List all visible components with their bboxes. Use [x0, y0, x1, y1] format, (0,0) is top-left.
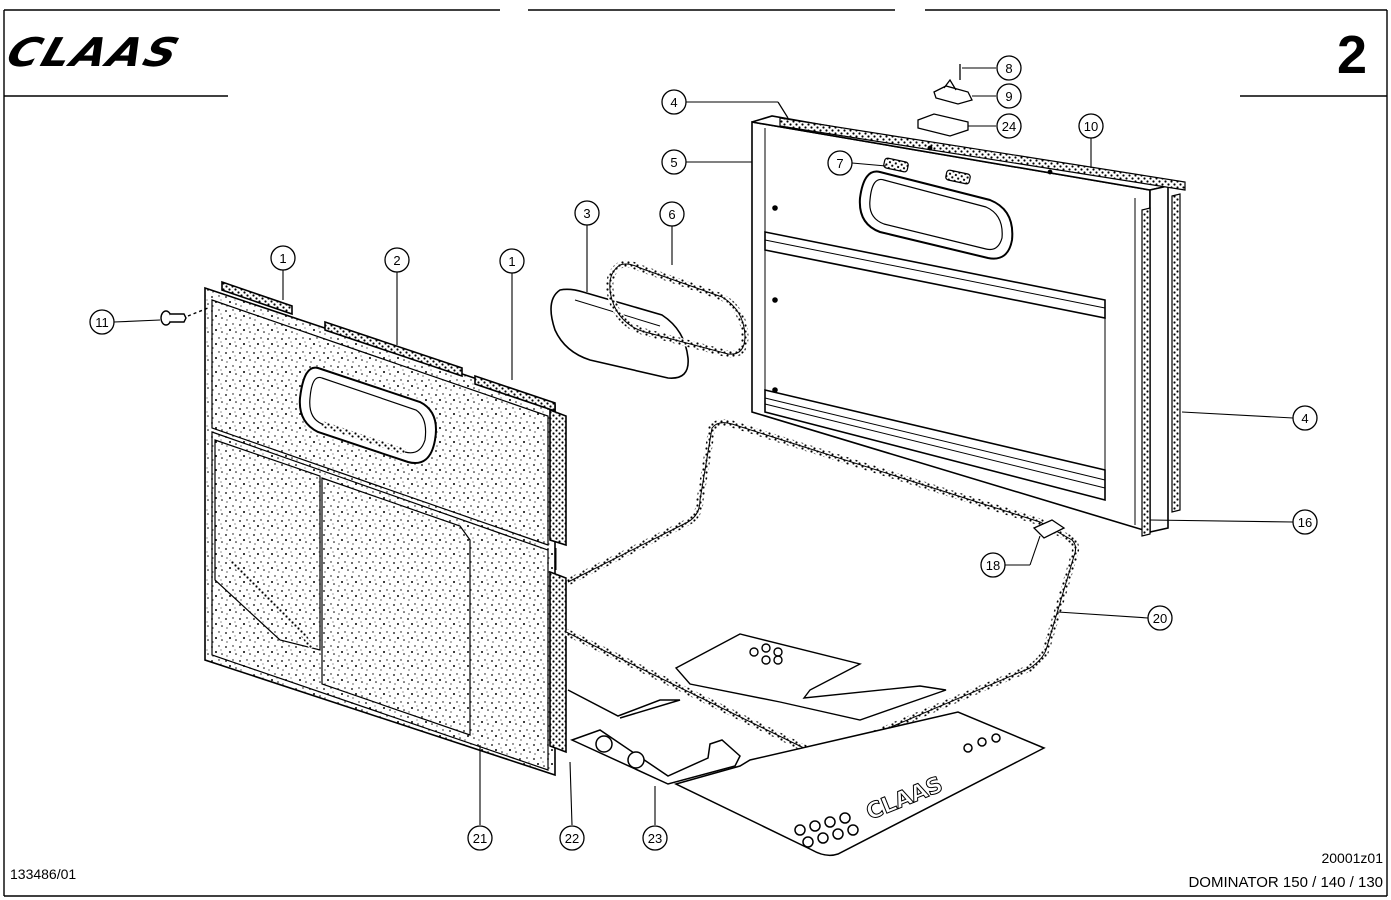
svg-text:4: 4: [670, 95, 677, 110]
page-frame: [3, 9, 1388, 897]
leader-lines: [113, 67, 1294, 826]
clip-part-18: [1032, 519, 1066, 539]
window-seal-part-6: [606, 260, 749, 358]
svg-text:20: 20: [1153, 611, 1167, 626]
svg-text:9: 9: [1005, 89, 1012, 104]
vertical-seal-strips: [777, 101, 1181, 537]
callout-4a: 4: [661, 89, 687, 115]
callout-3: 3: [574, 200, 600, 226]
callout-8: 8: [996, 55, 1022, 81]
callout-16: 16: [1292, 509, 1318, 535]
interior-trim-panel: [204, 280, 567, 777]
callout-20: 20: [1147, 605, 1173, 631]
screw-part-11: [160, 307, 209, 326]
svg-text:21: 21: [473, 831, 487, 846]
callout-10: 10: [1078, 113, 1104, 139]
drawing-code: 20001z01: [1321, 850, 1383, 866]
callout-18: 18: [980, 552, 1006, 578]
svg-text:6: 6: [668, 207, 675, 222]
svg-text:4: 4: [1301, 411, 1308, 426]
svg-text:16: 16: [1298, 515, 1312, 530]
svg-text:7: 7: [836, 156, 843, 171]
callout-1a: 1: [270, 245, 296, 271]
glass-pane-part-3: [550, 288, 689, 379]
callout-11: 11: [89, 309, 115, 335]
svg-text:11: 11: [95, 315, 109, 330]
callout-1b: 1: [499, 248, 525, 274]
callout-23: 23: [642, 825, 668, 851]
document-number: 133486/01: [10, 866, 77, 882]
callout-9: 9: [996, 83, 1022, 109]
callout-22: 22: [559, 825, 585, 851]
pad-part-7: [883, 157, 971, 185]
callout-21: 21: [467, 825, 493, 851]
page-number: 2: [1336, 25, 1367, 85]
svg-text:3: 3: [583, 206, 590, 221]
svg-text:1: 1: [279, 251, 286, 266]
svg-text:2: 2: [393, 253, 400, 268]
callout-7: 7: [827, 150, 853, 176]
callout-24: 24: [996, 113, 1022, 139]
latch-parts-8-9-24: [917, 64, 973, 137]
svg-text:10: 10: [1084, 119, 1098, 134]
svg-text:24: 24: [1002, 119, 1016, 134]
svg-text:5: 5: [670, 155, 677, 170]
model-designation: DOMINATOR 150 / 140 / 130: [1188, 874, 1383, 891]
svg-text:1: 1: [508, 254, 515, 269]
floor-mat-part-23: CLAAS: [567, 689, 1046, 857]
callout-5: 5: [661, 149, 687, 175]
callout-2: 2: [384, 247, 410, 273]
callout-markers: 1 2 1 3 6 4 5 7 8 9 24 10 11 4 16 1: [89, 55, 1318, 851]
callout-6: 6: [659, 201, 685, 227]
floor-frame: [674, 633, 947, 721]
svg-text:18: 18: [986, 558, 1000, 573]
callout-4b: 4: [1292, 405, 1318, 431]
svg-text:22: 22: [565, 831, 579, 846]
rear-wall-frame: [751, 115, 1186, 534]
svg-text:23: 23: [648, 831, 662, 846]
svg-text:8: 8: [1005, 61, 1012, 76]
